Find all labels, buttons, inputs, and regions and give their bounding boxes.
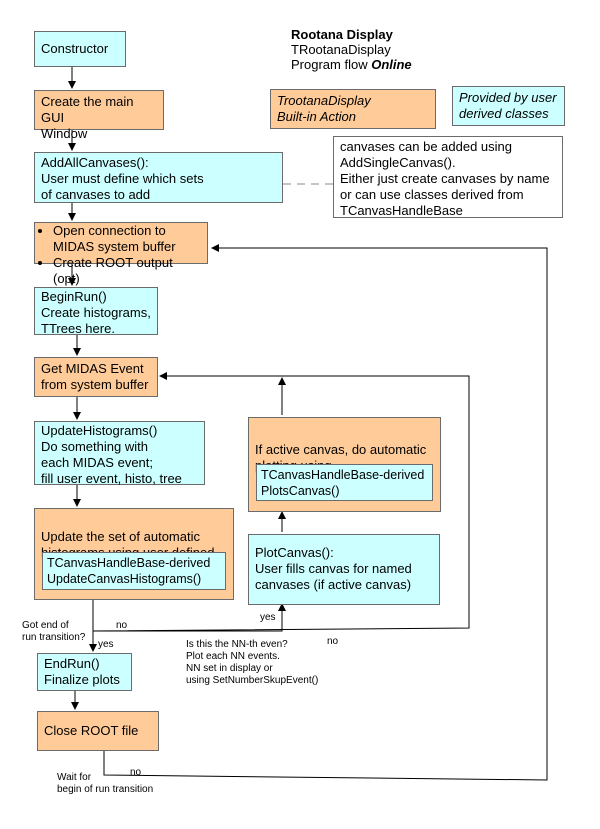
end-run-box: EndRun() Finalize plots [37,653,132,691]
no-label-loop: no [116,620,128,631]
canvas-note-box: canvases can be added using AddSingleCan… [333,136,563,218]
diagram-flow-mode: Online [371,57,412,72]
plot-canvas-box: PlotCanvas(): User fills canvas for name… [248,534,440,605]
legend-user-provided: Provided by user derived classes [452,86,565,126]
arrow-yes-to-plotcanvas [93,603,286,632]
diagram-subtitle: TRootanaDisplay [291,42,391,57]
diagram-title-block: Rootana Display TRootanaDisplay Program … [291,27,412,72]
legend-builtin-action: TrootanaDisplay Built-in Action [270,89,436,129]
yes-label-endrun: yes [98,639,114,650]
loop-close-to-open [103,244,548,781]
constructor-box: Constructor [34,31,126,67]
open-connection-item: Open connection to MIDAS system buffer [53,223,203,255]
close-root-box: Close ROOT file [37,711,159,751]
open-connection-box: Open connection to MIDAS system buffer C… [34,222,208,286]
if-active-inner-box: TCanvasHandleBase-derived PlotsCanvas() [256,464,433,501]
add-all-canvases-box: AddAllCanvases(): User must define which… [34,152,283,203]
open-connection-item: Create ROOT output (opt) [53,255,203,287]
diagram-title: Rootana Display [291,27,393,42]
update-set-inner-box: TCanvasHandleBase-derived UpdateCanvasHi… [42,552,226,590]
nn-question-label: Is this the NN-th even? Plot each NN eve… [186,639,319,686]
begin-run-box: BeginRun() Create histograms, TTrees her… [34,287,158,336]
open-connection-list: Open connection to MIDAS system buffer C… [39,223,203,287]
get-midas-event-box: Get MIDAS Event from system buffer [34,357,158,397]
update-histograms-box: UpdateHistograms() Do something with eac… [34,421,205,486]
update-set-box: Update the set of automatic histograms u… [34,508,234,600]
create-gui-box: Create the main GUI Window [34,90,164,141]
no-label-wait: no [130,767,142,778]
no-label-nn: no [327,636,339,647]
got-end-label: Got end of run transition? [22,620,86,643]
loop-no-to-getevent [92,372,470,632]
if-active-canvas-box: If active canvas, do automatic plotting … [248,417,441,512]
yes-label-plot: yes [260,612,276,623]
diagram-flow-label: Program flow [291,57,372,72]
wait-for-label: Wait for begin of run transition [57,772,154,795]
